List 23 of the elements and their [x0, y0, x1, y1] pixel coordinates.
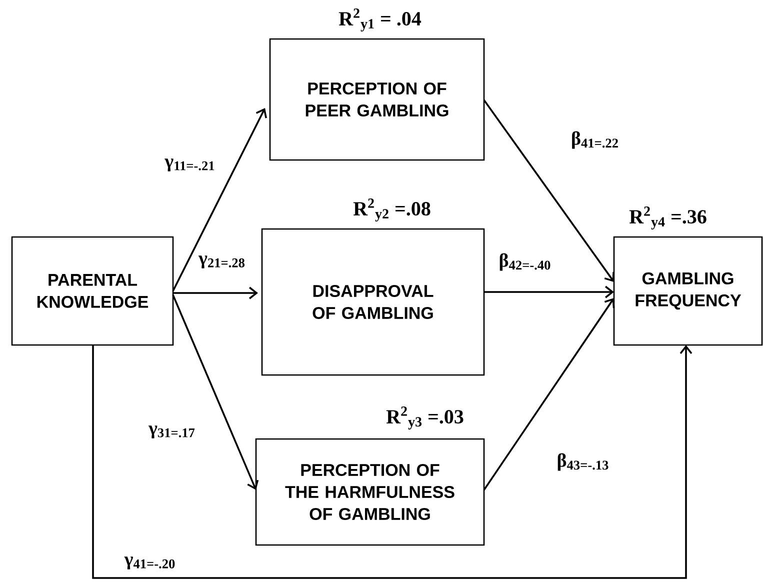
path-coefficient: γ$_{21=.28}$ [198, 254, 246, 270]
path-coefficient: γ$_{41=-.20}$ [123, 556, 177, 570]
variable-box: PERCEPTION OF PEER GAMBLING [269, 38, 485, 161]
path-coefficient: β$_{42=-.40}$ [498, 252, 552, 272]
path-coefficient: β$_{43=-.13}$ [556, 452, 610, 472]
r-squared-label: R$^{2}$$_{y4}$ =.36 [629, 206, 706, 230]
r-squared-label: R$^{2}$$_{y1}$ = .04 [338, 8, 422, 32]
arrow [172, 108, 267, 292]
arrow [483, 298, 615, 490]
path-coefficient: γ$_{11=-.21}$ [164, 158, 216, 172]
variable-box: PERCEPTION OF THE HARMFULNESS OF GAMBLING [255, 438, 485, 546]
arrow [483, 99, 614, 282]
r-squared-label: R$^{2}$$_{y3}$ =.03 [386, 406, 464, 430]
arrow [173, 286, 258, 300]
variable-box: PARENTAL KNOWLEDGE [11, 236, 174, 346]
arrow [172, 294, 259, 490]
variable-box: GAMBLING FREQUENCY [613, 236, 763, 346]
path-coefficient: β$_{41=.22}$ [570, 130, 620, 150]
variable-box: DISAPPROVAL OF GAMBLING [261, 228, 485, 376]
r-squared-label: R$^{2}$$_{y2}$ =.08 [353, 198, 430, 222]
path-coefficient: γ$_{31=.17}$ [148, 424, 196, 440]
arrow [92, 344, 692, 579]
arrow [484, 286, 614, 298]
